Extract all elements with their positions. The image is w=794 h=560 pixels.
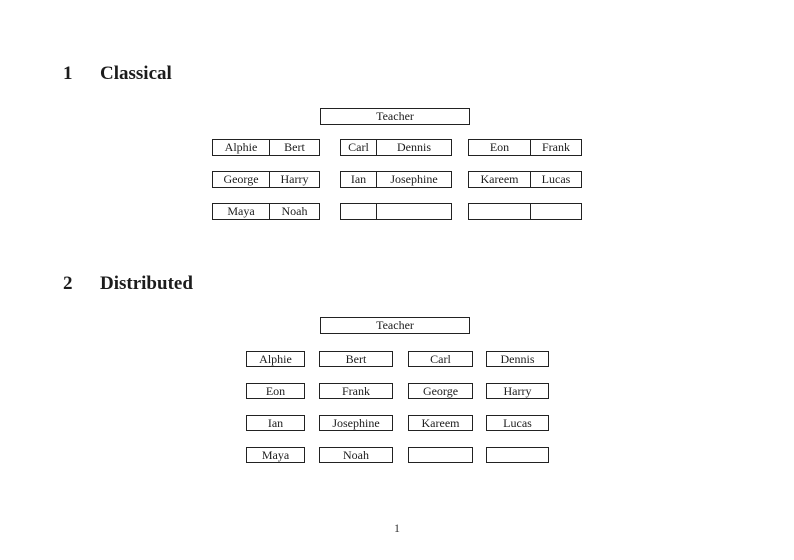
single-desk: Dennis bbox=[486, 351, 549, 367]
single-desk: Kareem bbox=[408, 415, 473, 431]
section-heading-distributed: 2 Distributed bbox=[63, 273, 193, 295]
desk-seat-left: Alphie bbox=[213, 140, 270, 155]
desk-seat-right bbox=[531, 204, 581, 219]
single-desk: Noah bbox=[319, 447, 393, 463]
desk: Kareem Lucas bbox=[468, 171, 582, 188]
single-desk: Bert bbox=[319, 351, 393, 367]
section-number: 1 bbox=[63, 63, 73, 84]
single-desk: George bbox=[408, 383, 473, 399]
single-desk: Ian bbox=[246, 415, 305, 431]
teacher-label: Teacher bbox=[376, 109, 414, 123]
desk-seat-left: Kareem bbox=[469, 172, 531, 187]
single-desk: Frank bbox=[319, 383, 393, 399]
desk: Eon Frank bbox=[468, 139, 582, 156]
desk-seat-right: Lucas bbox=[541, 172, 571, 186]
desk-seat-left bbox=[469, 204, 531, 219]
single-desk: Carl bbox=[408, 351, 473, 367]
single-desk: Harry bbox=[486, 383, 549, 399]
desk-empty bbox=[340, 203, 452, 220]
single-desk: Eon bbox=[246, 383, 305, 399]
section-number: 2 bbox=[63, 273, 73, 294]
desk: Alphie Bert bbox=[212, 139, 320, 156]
section-heading-classical: 1 Classical bbox=[63, 63, 172, 85]
section-title: Distributed bbox=[100, 273, 193, 294]
desk-seat-right bbox=[377, 204, 451, 219]
teacher-box: Teacher bbox=[320, 108, 470, 125]
section-title: Classical bbox=[100, 63, 172, 84]
desk-seat-right: Josephine bbox=[390, 172, 438, 186]
desk-seat-right: Noah bbox=[281, 204, 308, 218]
desk: Maya Noah bbox=[212, 203, 320, 220]
desk: Ian Josephine bbox=[340, 171, 452, 188]
desk-seat-right: Harry bbox=[280, 172, 309, 186]
desk-seat-left bbox=[341, 204, 377, 219]
single-desk: Maya bbox=[246, 447, 305, 463]
single-desk: Alphie bbox=[246, 351, 305, 367]
desk: George Harry bbox=[212, 171, 320, 188]
single-desk-empty bbox=[486, 447, 549, 463]
single-desk: Lucas bbox=[486, 415, 549, 431]
desk-seat-left: George bbox=[213, 172, 270, 187]
desk-seat-right: Dennis bbox=[397, 140, 431, 154]
desk-seat-right: Bert bbox=[284, 140, 305, 154]
desk-seat-left: Eon bbox=[469, 140, 531, 155]
single-desk-empty bbox=[408, 447, 473, 463]
teacher-box: Teacher bbox=[320, 317, 470, 334]
single-desk: Josephine bbox=[319, 415, 393, 431]
teacher-label: Teacher bbox=[376, 318, 414, 332]
desk: Carl Dennis bbox=[340, 139, 452, 156]
desk-seat-right: Frank bbox=[542, 140, 570, 154]
desk-seat-left: Carl bbox=[341, 140, 377, 155]
desk-empty bbox=[468, 203, 582, 220]
desk-seat-left: Ian bbox=[341, 172, 377, 187]
page-number: 1 bbox=[394, 521, 400, 535]
desk-seat-left: Maya bbox=[213, 204, 270, 219]
